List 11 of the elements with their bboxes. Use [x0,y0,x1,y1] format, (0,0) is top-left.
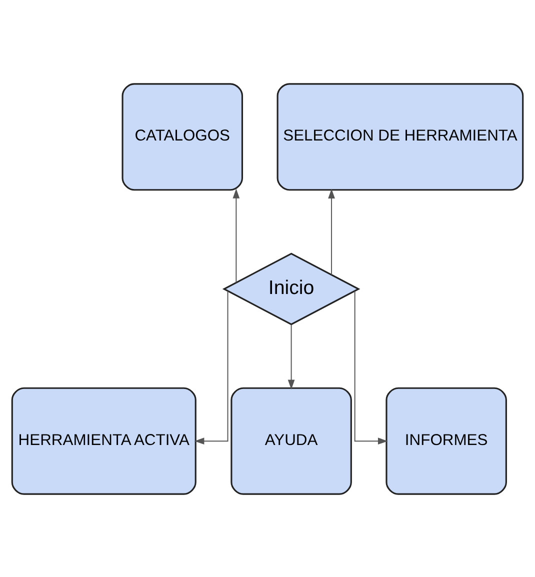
node-box: INFORMES [386,386,507,494]
arrow [328,188,335,275]
node-box: HERRAMIENTA ACTIVA [11,386,196,494]
node-box: CATALOGOS [122,82,244,190]
arrow [232,188,240,282]
arrow [288,324,295,390]
node-diamond: Inicio [222,252,360,325]
node-box: SELECCION DE HERRAMIENTA [276,82,524,190]
arrow [194,290,228,444]
node-box: AYUDA [230,386,352,494]
arrow [354,290,388,444]
